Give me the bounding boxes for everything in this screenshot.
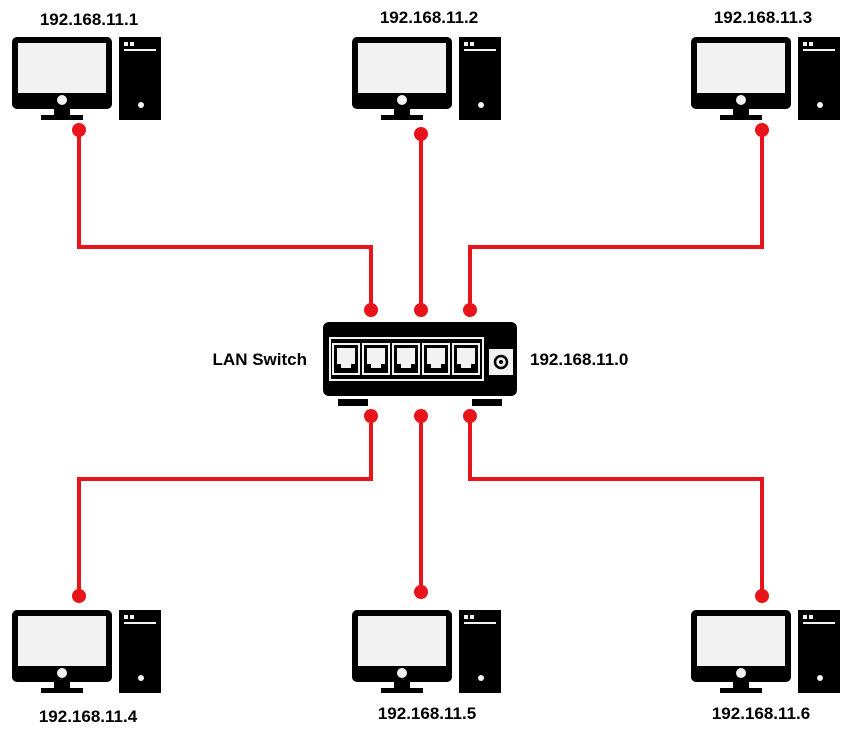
endpoint-switch-top-2: [414, 303, 428, 317]
endpoint-switch-top-1: [364, 303, 378, 317]
cable-host-3: [468, 130, 764, 310]
host-ip-label: 192.168.11.4: [39, 707, 138, 726]
endpoint-switch-bottom-1: [364, 409, 378, 423]
switch-foot-left: [338, 399, 368, 406]
cable-endpoints: [72, 123, 769, 603]
cable-host-6: [468, 416, 764, 596]
switch-foot-right: [472, 399, 502, 406]
desktop-computer-icon: [352, 610, 501, 693]
endpoint-switch-top-3: [463, 303, 477, 317]
endpoint-switch-bottom-3: [463, 409, 477, 423]
endpoint-host-5: [414, 585, 428, 599]
switch-name-label: LAN Switch: [213, 350, 307, 369]
desktop-computer-icon: [691, 37, 840, 120]
network-switch-icon: [323, 322, 517, 406]
desktop-computer-icon: [691, 610, 840, 693]
host-ip-label: 192.168.11.6: [712, 704, 810, 723]
endpoint-host-2: [414, 127, 428, 141]
host-ip-label: 192.168.11.5: [378, 704, 476, 723]
cable-host-1: [77, 130, 373, 310]
desktop-computer-icon: [12, 37, 161, 120]
cables: [77, 130, 764, 596]
host-ip-label: 192.168.11.2: [380, 8, 478, 27]
endpoint-host-1: [72, 123, 86, 137]
host-ip-label: 192.168.11.1: [40, 10, 138, 29]
desktop-computer-icon: [352, 37, 501, 120]
endpoint-host-4: [72, 589, 86, 603]
endpoint-switch-bottom-2: [414, 409, 428, 423]
cable-host-4: [77, 416, 373, 596]
desktop-computer-icon: [12, 610, 161, 693]
endpoint-host-6: [755, 589, 769, 603]
host-ip-label: 192.168.11.3: [714, 8, 812, 27]
switch-ip-label: 192.168.11.0: [530, 350, 628, 369]
endpoint-host-3: [755, 123, 769, 137]
